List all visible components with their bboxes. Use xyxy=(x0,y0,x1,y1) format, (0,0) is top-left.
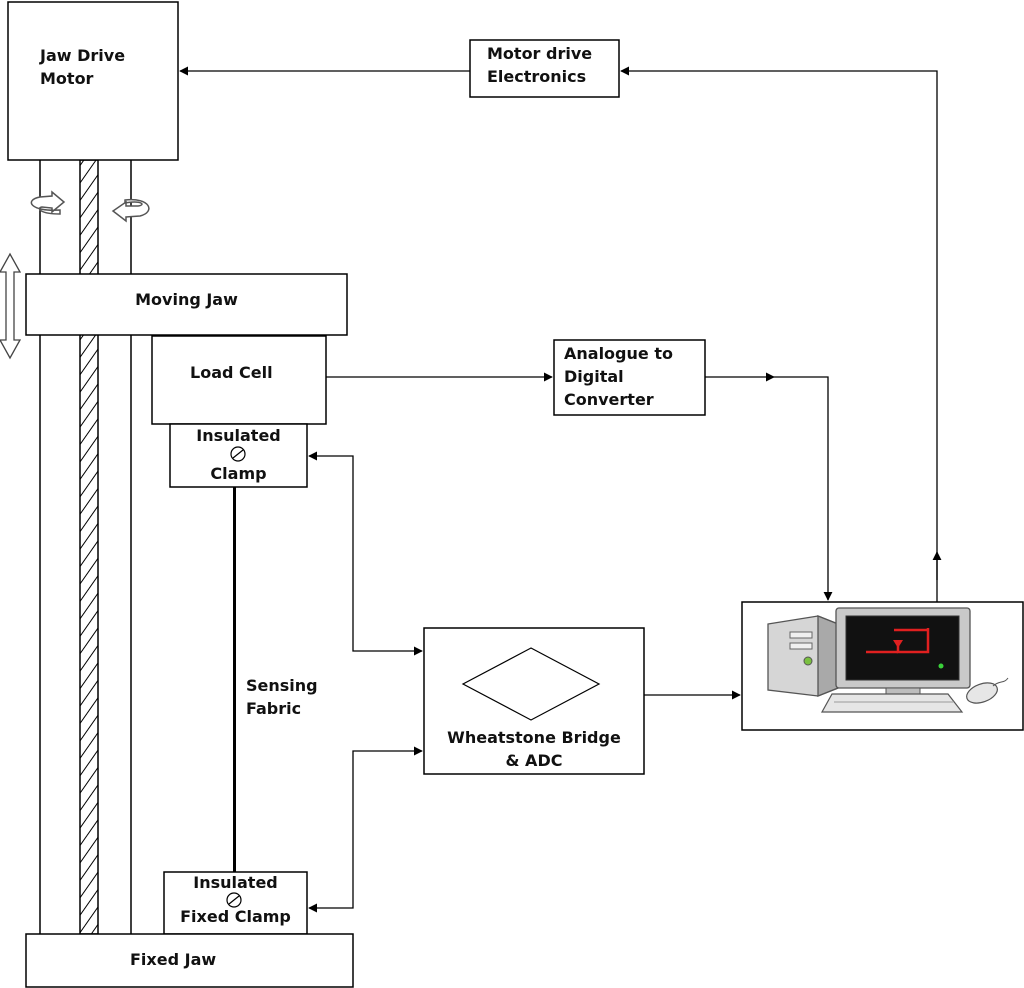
adc-box xyxy=(553,339,706,416)
jaw-drive-motor-label: Jaw Drive Motor xyxy=(40,44,125,90)
insulated-clamp-line2: Clamp xyxy=(210,464,267,483)
sensing-fabric-line2: Fabric xyxy=(246,699,302,718)
wheatstone-bridge-label: Wheatstone Bridge & ADC xyxy=(424,726,644,772)
insulated-fixed-clamp-line1: Insulated xyxy=(193,873,278,892)
adc-line1: Analogue to xyxy=(564,344,673,363)
screw-icon xyxy=(226,892,242,908)
fixed-jaw-box xyxy=(25,933,354,988)
motor-drive-line2: Electronics xyxy=(487,67,587,86)
moving-jaw-box xyxy=(25,273,348,336)
bridge-diamond xyxy=(461,647,601,721)
adc-line2: Digital xyxy=(564,367,624,386)
rotation-arrow-icon xyxy=(111,198,150,223)
fixed-clamp-to-bridge-arrow xyxy=(308,746,423,913)
screw-icon xyxy=(230,446,246,462)
jaw-drive-motor-line2: Motor xyxy=(40,69,94,88)
load-cell-box xyxy=(151,335,327,425)
fixed-jaw-label: Fixed Jaw xyxy=(130,950,217,969)
load-cell-label: Load Cell xyxy=(190,363,273,382)
computer-icon xyxy=(767,607,1009,713)
jaw-drive-motor-box xyxy=(7,1,179,161)
adc-label: Analogue to Digital Converter xyxy=(564,342,673,411)
bridge-line1: Wheatstone Bridge xyxy=(447,728,621,747)
jaw-drive-motor-line1: Jaw Drive xyxy=(40,46,126,65)
rotation-arrow-icon xyxy=(30,190,66,215)
vertical-double-arrow-icon xyxy=(0,252,22,360)
clamp-to-bridge-arrow xyxy=(308,451,423,656)
sensing-fabric-label: Sensing Fabric xyxy=(246,674,318,720)
motor-drive-line1: Motor drive xyxy=(487,44,593,63)
motor-drive-electronics-box xyxy=(469,39,620,98)
moving-jaw-label: Moving Jaw xyxy=(135,290,238,309)
adc-line3: Converter xyxy=(564,390,654,409)
sensing-fabric xyxy=(233,487,236,872)
insulated-clamp-line1: Insulated xyxy=(196,426,281,445)
computer-to-motor-drive-arrow xyxy=(620,66,938,602)
sensing-fabric-line1: Sensing xyxy=(246,676,318,695)
motor-drive-electronics-label: Motor drive Electronics xyxy=(487,42,592,88)
adc-to-computer-arrow xyxy=(774,376,833,601)
insulated-fixed-clamp-line2: Fixed Clamp xyxy=(180,907,291,926)
bridge-line2: & ADC xyxy=(505,751,563,770)
